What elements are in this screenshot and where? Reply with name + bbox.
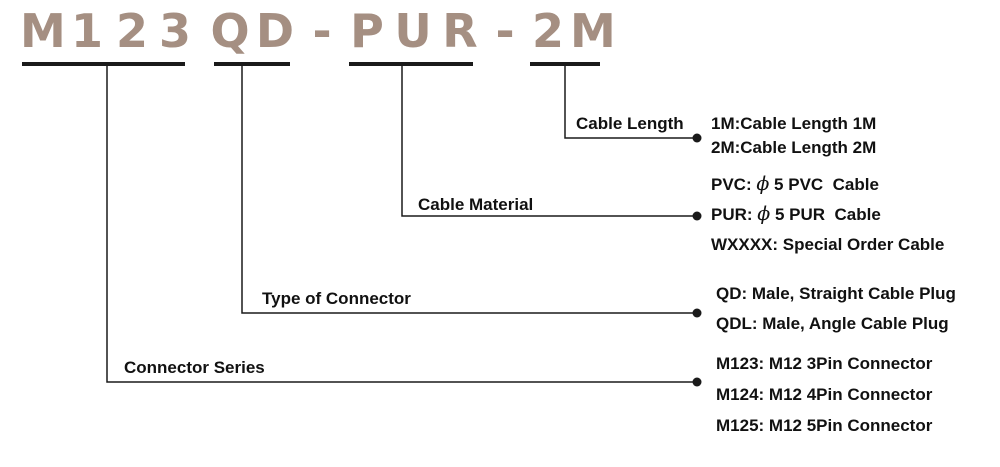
option-connector-series-m123: M123: M12 3Pin Connector [716, 354, 933, 373]
label-connector-series: Connector Series [124, 358, 265, 377]
option-prefix: PUR: [711, 205, 753, 224]
label-connector-type: Type of Connector [262, 289, 411, 308]
code-char: 1 [70, 4, 103, 58]
code-char: 3 [158, 4, 191, 58]
code-char: P [350, 4, 384, 58]
label-cable-material: Cable Material [418, 195, 534, 214]
dot-cable-material [692, 211, 702, 221]
dot-connector-type [692, 308, 702, 318]
diameter-symbol: ϕ [757, 203, 771, 225]
underline-connector-type [214, 62, 290, 66]
leader-cable-length [564, 64, 697, 139]
model-code: M 1 2 3 Q D - P U R - 2 M [0, 0, 1000, 70]
code-char: M [20, 4, 66, 58]
label-cable-length: Cable Length [576, 114, 684, 133]
code-char: - [312, 4, 332, 58]
underline-connector-series [22, 62, 185, 66]
dot-cable-length [692, 133, 702, 143]
code-char: R [442, 4, 478, 58]
option-cable-material-pvc: PVC: ϕ 5 PVC Cable [711, 174, 879, 195]
leader-connector-type [241, 64, 697, 314]
code-char: Q [210, 4, 250, 58]
dot-connector-series [692, 377, 702, 387]
leader-cable-material [401, 64, 697, 217]
leader-connector-series [106, 64, 697, 383]
code-char: U [394, 4, 432, 58]
code-char: 2 [115, 4, 148, 58]
option-connector-type-qdl: QDL: Male, Angle Cable Plug [716, 314, 949, 333]
option-prefix: PVC: [711, 175, 752, 194]
code-char: M [570, 4, 616, 58]
option-cable-length-2m: 2M:Cable Length 2M [711, 138, 877, 157]
code-char: - [495, 4, 515, 58]
option-cable-material-pur: PUR: ϕ 5 PUR Cable [711, 204, 881, 225]
option-connector-type-qd: QD: Male, Straight Cable Plug [716, 284, 956, 303]
option-cable-length-1m: 1M:Cable Length 1M [711, 114, 877, 133]
option-connector-series-m125: M125: M12 5Pin Connector [716, 416, 933, 435]
code-char: D [255, 4, 295, 58]
option-text: 5 PUR Cable [774, 205, 881, 224]
code-char: 2 [531, 4, 564, 58]
diameter-symbol: ϕ [756, 173, 770, 195]
option-text: 5 PVC Cable [774, 175, 879, 194]
option-cable-material-special: WXXXX: Special Order Cable [711, 235, 945, 254]
option-connector-series-m124: M124: M12 4Pin Connector [716, 385, 933, 404]
underline-cable-material [349, 62, 473, 66]
